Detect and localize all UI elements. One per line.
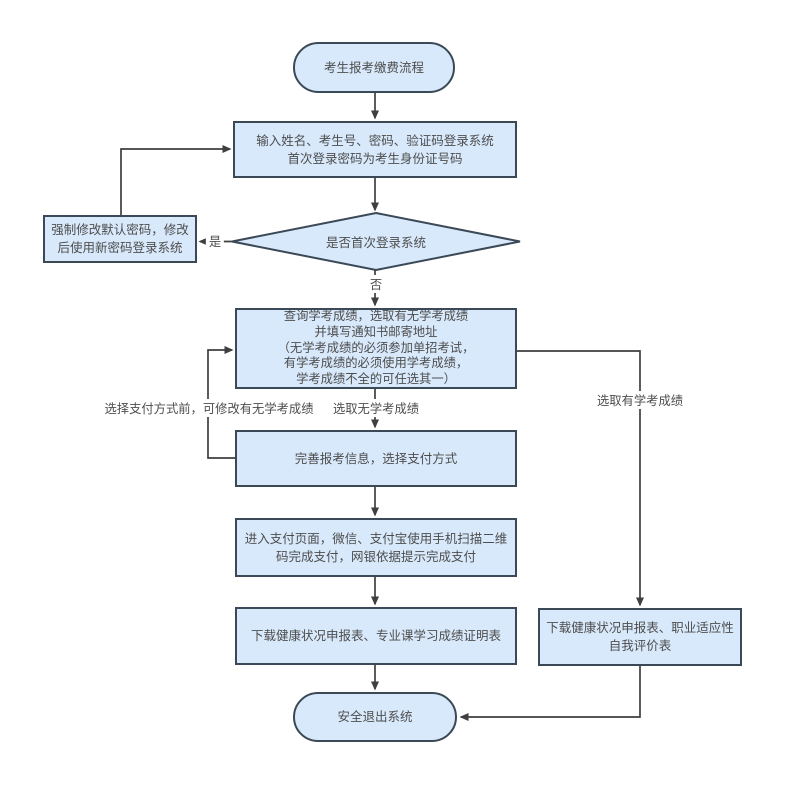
node-query-scores: 查询学考成绩，选取有无学考成绩 并填写通知书邮寄地址 （无学考成绩的必须参加单招…: [235, 308, 517, 389]
node-end-label: 安全退出系统: [337, 709, 413, 725]
force-change-line: 强制修改默认密码，修改: [51, 222, 189, 238]
query-scores-line: （无学考成绩的必须参加单招考试，: [277, 340, 475, 355]
query-scores-line: 有学考成绩的必须使用学考成绩，: [283, 356, 469, 371]
node-download-with-scores: 下载健康状况申报表、职业适应性 自我评价表: [538, 608, 742, 666]
edge-label-no: 否: [366, 275, 386, 293]
download-no-scores-label: 下载健康状况申报表、专业课学习成绩证明表: [250, 628, 501, 644]
query-scores-line: 并填写通知书邮寄地址: [314, 324, 438, 339]
node-login: 输入姓名、考生号、密码、验证码登录系统 首次登录密码为考生身份证号码: [233, 121, 517, 178]
node-first-login-decision: 是否首次登录系统: [233, 213, 519, 270]
payment-line: 进入支付页面，微信、支付宝使用手机扫描二维: [244, 530, 508, 546]
download-with-scores-line: 自我评价表: [608, 638, 672, 653]
node-start: 考生报考缴费流程: [293, 42, 455, 93]
download-with-scores-line: 下载健康状况申报表、职业适应性: [546, 620, 734, 636]
node-download-no-scores: 下载健康状况申报表、专业课学习成绩证明表: [235, 607, 517, 665]
node-login-line: 首次登录密码为考生身份证号码: [287, 150, 463, 166]
connector-force-change-to-login: [120, 145, 232, 215]
complete-info-label: 完善报考信息，选择支付方式: [294, 450, 458, 466]
decision-diamond-shape: [231, 211, 521, 272]
query-scores-line: 学考成绩不全的可任选其一）: [296, 372, 456, 387]
decision-label: 是否首次登录系统: [325, 235, 426, 250]
edge-label-modify-before-payment: 选择支付方式前，可修改有无学考成绩: [101, 399, 317, 417]
connector-query-to-download-with-scores: [517, 350, 644, 607]
node-force-password-change: 强制修改默认密码，修改 后使用新密码登录系统: [43, 215, 197, 263]
query-scores-line: 查询学考成绩，选取有无学考成绩: [283, 309, 469, 324]
edge-label-with-scores: 选取有学考成绩: [593, 391, 687, 409]
node-login-line: 输入姓名、考生号、密码、验证码登录系统: [256, 132, 494, 148]
payment-line: 码完成支付，网银依据提示完成支付: [275, 548, 476, 564]
node-payment: 进入支付页面，微信、支付宝使用手机扫描二维 码完成支付，网银依据提示完成支付: [235, 518, 517, 577]
node-complete-info: 完善报考信息，选择支付方式: [235, 430, 517, 487]
node-start-label: 考生报考缴费流程: [323, 59, 424, 75]
edge-label-yes: 是: [205, 232, 225, 250]
force-change-line: 后使用新密码登录系统: [57, 240, 183, 255]
connector-download-with-scores-to-end: [459, 666, 641, 721]
node-end: 安全退出系统: [293, 692, 457, 742]
edge-label-no-scores: 选取无学考成绩: [329, 399, 423, 417]
